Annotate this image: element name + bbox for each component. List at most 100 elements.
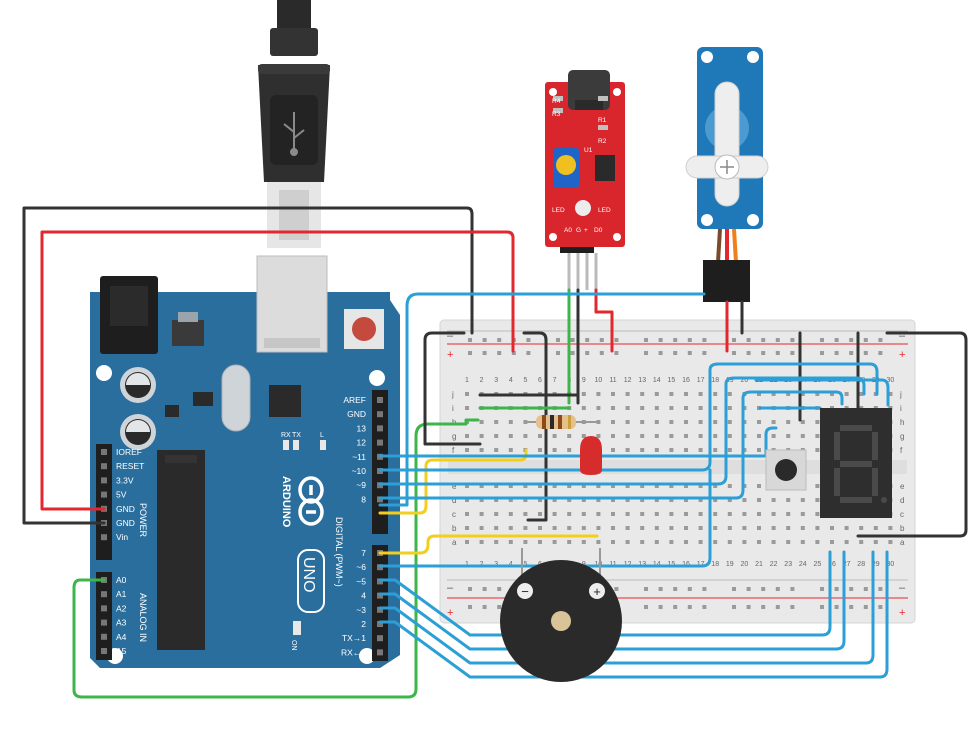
rail-hole[interactable] (644, 338, 648, 342)
rail-hole[interactable] (614, 338, 619, 342)
breadboard-hole[interactable] (640, 498, 645, 502)
rail-hole[interactable] (526, 351, 531, 355)
breadboard-hole[interactable] (625, 420, 630, 424)
rail-hole[interactable] (878, 338, 883, 342)
breadboard-hole[interactable] (684, 526, 688, 530)
breadboard-hole[interactable] (830, 392, 834, 396)
breadboard-hole[interactable] (625, 448, 630, 452)
breadboard-hole[interactable] (611, 498, 615, 502)
breadboard-hole[interactable] (523, 526, 528, 530)
breadboard-hole[interactable] (859, 392, 864, 396)
breadboard-hole[interactable] (538, 540, 542, 544)
breadboard-hole[interactable] (727, 484, 732, 488)
rail-hole[interactable] (468, 605, 472, 609)
breadboard-hole[interactable] (669, 498, 674, 502)
breadboard-hole[interactable] (654, 484, 659, 488)
rail-hole[interactable] (511, 351, 516, 355)
breadboard-hole[interactable] (611, 540, 615, 544)
breadboard-hole[interactable] (757, 512, 761, 516)
breadboard-hole[interactable] (800, 512, 805, 516)
rail-hole[interactable] (863, 587, 868, 591)
breadboard-hole[interactable] (654, 448, 659, 452)
breadboard-hole[interactable] (757, 448, 761, 452)
breadboard-hole[interactable] (654, 420, 659, 424)
rail-hole[interactable] (761, 587, 766, 591)
breadboard-hole[interactable] (596, 498, 601, 502)
breadboard-hole[interactable] (800, 392, 805, 396)
breadboard-hole[interactable] (669, 540, 674, 544)
breadboard-hole[interactable] (698, 434, 703, 438)
header-pin[interactable] (101, 534, 107, 541)
rail-hole[interactable] (599, 351, 604, 355)
breadboard-hole[interactable] (844, 526, 849, 530)
breadboard-hole[interactable] (654, 434, 659, 438)
rail-hole[interactable] (849, 351, 854, 355)
breadboard-hole[interactable] (465, 434, 469, 438)
breadboard-hole[interactable] (654, 512, 659, 516)
breadboard-hole[interactable] (684, 512, 688, 516)
breadboard-hole[interactable] (508, 526, 513, 530)
breadboard-hole[interactable] (581, 434, 586, 438)
breadboard-hole[interactable] (625, 406, 630, 410)
breadboard-hole[interactable] (611, 526, 615, 530)
breadboard-hole[interactable] (771, 434, 776, 438)
breadboard-hole[interactable] (713, 406, 718, 410)
breadboard-hole[interactable] (669, 434, 674, 438)
breadboard-hole[interactable] (800, 540, 805, 544)
breadboard-hole[interactable] (640, 434, 645, 438)
rail-hole[interactable] (746, 351, 751, 355)
breadboard-hole[interactable] (654, 406, 659, 410)
breadboard-hole[interactable] (581, 540, 586, 544)
breadboard-hole[interactable] (786, 526, 791, 530)
breadboard-hole[interactable] (698, 406, 703, 410)
breadboard-hole[interactable] (640, 420, 645, 424)
breadboard-hole[interactable] (494, 540, 499, 544)
rail-hole[interactable] (585, 338, 590, 342)
breadboard-hole[interactable] (757, 392, 761, 396)
breadboard-hole[interactable] (800, 420, 805, 424)
breadboard-hole[interactable] (727, 512, 732, 516)
breadboard-hole[interactable] (479, 526, 484, 530)
breadboard-hole[interactable] (567, 498, 572, 502)
breadboard-hole[interactable] (508, 484, 513, 488)
breadboard-hole[interactable] (538, 512, 542, 516)
breadboard-hole[interactable] (494, 526, 499, 530)
breadboard-hole[interactable] (815, 484, 820, 488)
breadboard-hole[interactable] (786, 420, 791, 424)
rail-hole[interactable] (775, 605, 780, 609)
breadboard-hole[interactable] (684, 484, 688, 488)
rail-hole[interactable] (849, 587, 854, 591)
rail-hole[interactable] (497, 587, 502, 591)
header-pin[interactable] (101, 449, 107, 455)
breadboard-hole[interactable] (757, 484, 761, 488)
breadboard-hole[interactable] (611, 448, 615, 452)
header-pin[interactable] (377, 592, 383, 599)
rail-hole[interactable] (878, 351, 883, 355)
breadboard-hole[interactable] (640, 540, 645, 544)
rail-hole[interactable] (849, 338, 854, 342)
breadboard-hole[interactable] (771, 498, 776, 502)
breadboard-hole[interactable] (800, 498, 805, 502)
rail-hole[interactable] (790, 605, 795, 609)
arduino-uno-board[interactable]: RX TX L ARDUINO UNO ON DIGITAL (PWM~) PO… (90, 255, 400, 668)
breadboard-hole[interactable] (625, 540, 630, 544)
breadboard-hole[interactable] (859, 540, 864, 544)
breadboard-hole[interactable] (713, 392, 718, 396)
rail-hole[interactable] (673, 587, 678, 591)
rail-hole[interactable] (482, 338, 487, 342)
rail-hole[interactable] (497, 351, 502, 355)
breadboard-hole[interactable] (654, 540, 659, 544)
breadboard-hole[interactable] (757, 420, 761, 424)
rail-hole[interactable] (644, 587, 648, 591)
breadboard-hole[interactable] (669, 484, 674, 488)
breadboard-hole[interactable] (713, 434, 718, 438)
breadboard-hole[interactable] (771, 526, 776, 530)
rail-hole[interactable] (834, 351, 839, 355)
breadboard-hole[interactable] (596, 484, 601, 488)
breadboard-hole[interactable] (844, 392, 849, 396)
rail-hole[interactable] (878, 587, 883, 591)
breadboard-hole[interactable] (830, 526, 834, 530)
breadboard-hole[interactable] (523, 540, 528, 544)
breadboard-hole[interactable] (596, 526, 601, 530)
